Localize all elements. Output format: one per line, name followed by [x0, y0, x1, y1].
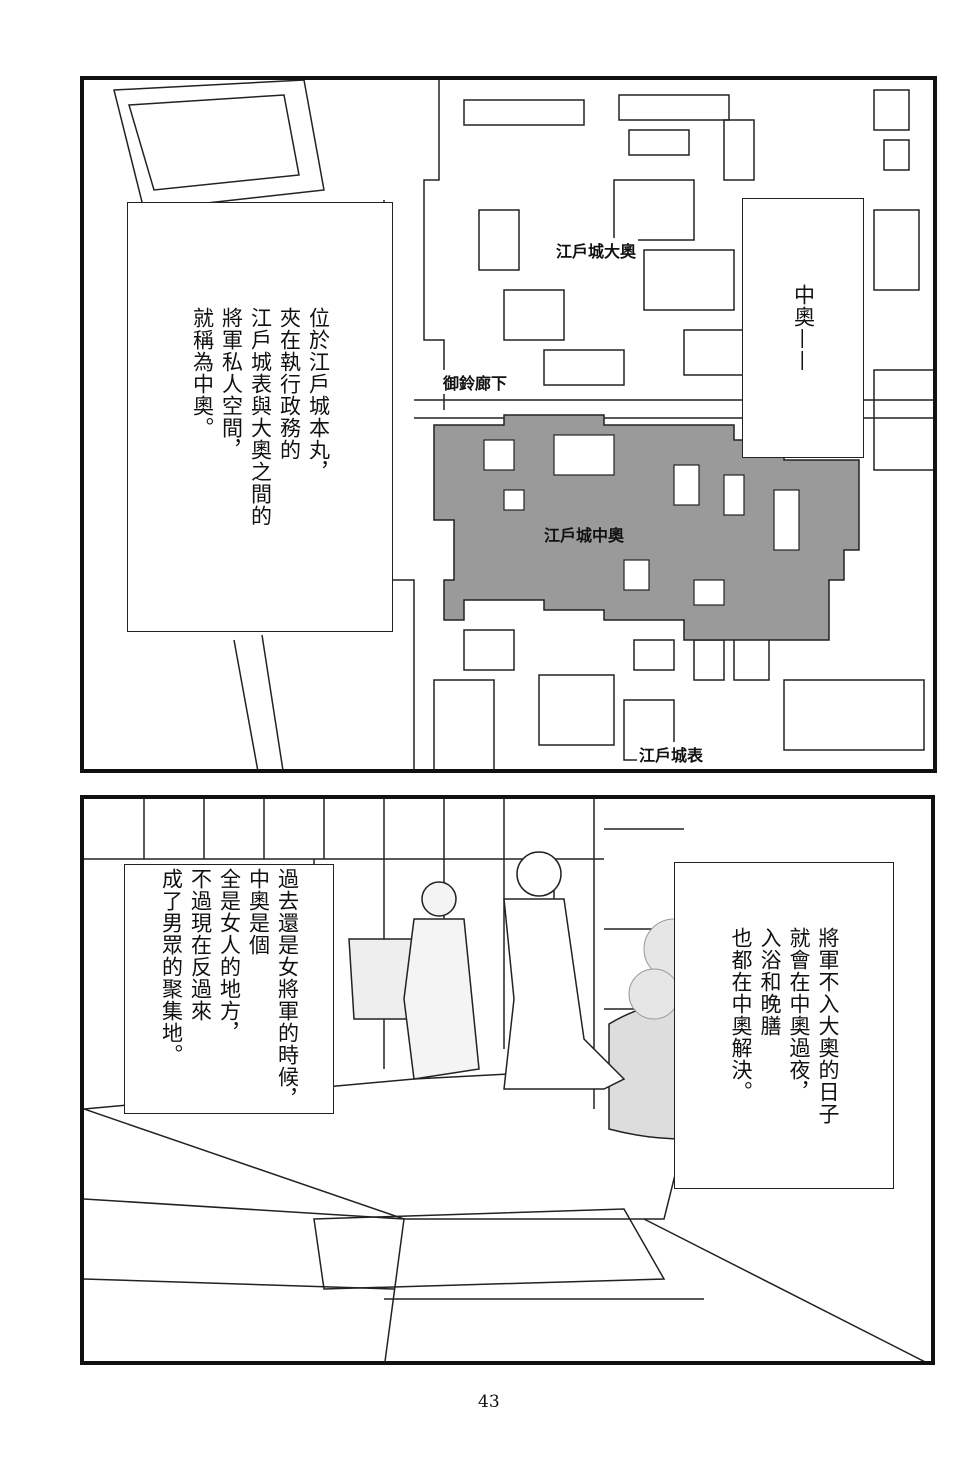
nakaoku-highlighted-area [433, 414, 860, 641]
narration-box-nakaoku-description: 位於江戶城本丸， 夾在執行政務的 江戶城表與大奧之間的 將軍私人空間， 就稱為中… [127, 202, 393, 632]
map-label-osuzu-roka: 御鈴廊下 [441, 370, 510, 394]
attendant-figure [403, 881, 480, 1080]
page-number: 43 [478, 1392, 500, 1412]
narration-box-bathing: 將軍不入大奧的日子 就會在中奧過夜， 入浴和晚膳 也都在中奧解決。 [674, 862, 894, 1189]
narration-box-past: 過去還是女將軍的時候， 中奧是個 全是女人的地方， 不過現在反過來 成了男眾的聚… [124, 864, 334, 1114]
map-label-ooku: 江戶城大奧 [554, 238, 639, 262]
narration-text: 將軍不入大奧的日子 就會在中奧過夜， 入浴和晚膳 也都在中奧解決。 [729, 926, 840, 1125]
panel-castle-map: 位於江戶城本丸， 夾在執行政務的 江戶城表與大奧之間的 將軍私人空間， 就稱為中… [80, 76, 937, 773]
map-label-omote: 江戶城表 [637, 742, 706, 766]
panel-bath-scene: 過去還是女將軍的時候， 中奧是個 全是女人的地方， 不過現在反過來 成了男眾的聚… [80, 795, 935, 1365]
narration-text: 過去還是女將軍的時候， 中奧是個 全是女人的地方， 不過現在反過來 成了男眾的聚… [159, 868, 300, 1110]
shogun-figure [503, 851, 626, 1090]
narration-text: 位於江戶城本丸， 夾在執行政務的 江戶城表與大奧之間的 將軍私人空間， 就稱為中… [190, 307, 331, 527]
map-label-nakaoku: 江戶城中奧 [544, 526, 625, 545]
castle-map-illustration [113, 80, 933, 769]
narration-text: 中奧—— [791, 284, 816, 372]
narration-box-nakaoku-title: 中奧—— [742, 198, 864, 458]
